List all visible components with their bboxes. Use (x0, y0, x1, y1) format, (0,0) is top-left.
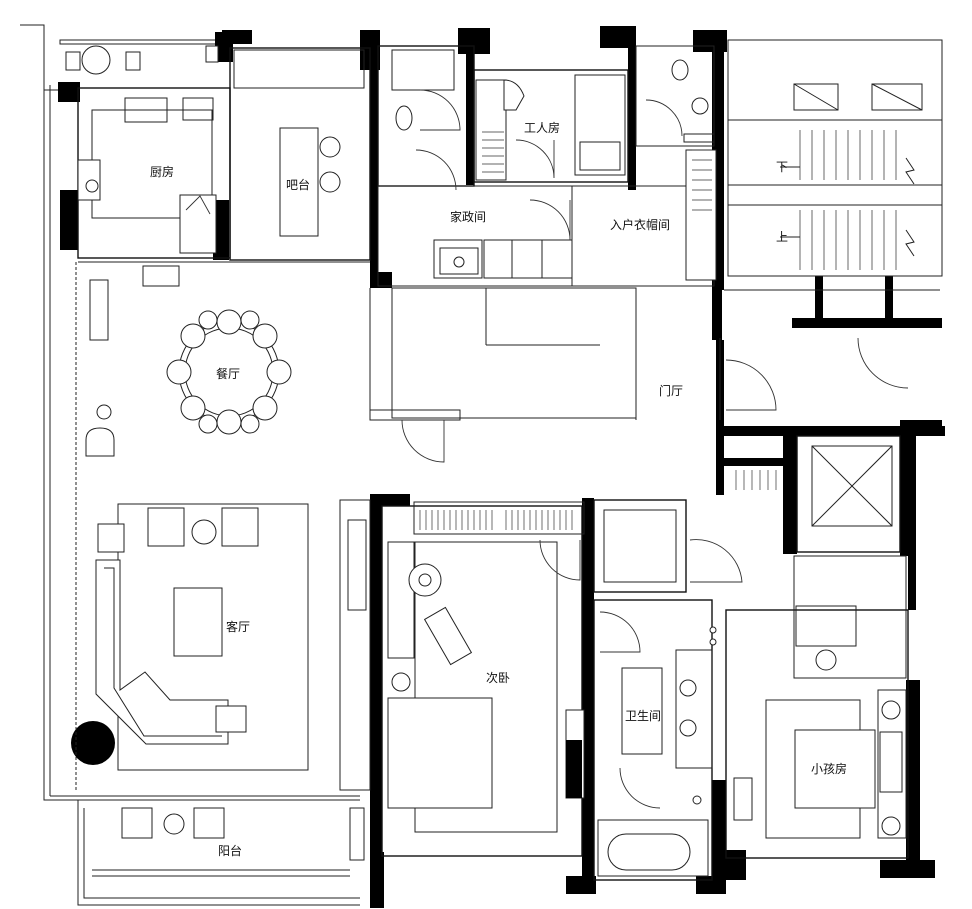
bathroom-fixtures (679, 626, 717, 805)
label-stair-down: 下 (776, 160, 788, 174)
kids-room-items (815, 649, 903, 836)
stair-core (727, 39, 943, 277)
label-bar: 吧台 (286, 177, 310, 192)
label-entry-closet: 入户衣帽间 (610, 217, 670, 232)
interior-partitions (77, 45, 940, 881)
label-housekeeping: 家政间 (450, 209, 486, 224)
closet-hatching (419, 131, 777, 530)
label-foyer: 门厅 (659, 383, 683, 398)
label-stair-up: 上 (776, 230, 788, 244)
label-kitchen: 厨房 (150, 164, 174, 179)
outer-terrace-outline (20, 24, 360, 906)
balcony-furniture (121, 807, 365, 861)
label-nanny-room: 工人房 (524, 120, 560, 135)
dining-set (85, 265, 292, 457)
service-fixtures (65, 45, 715, 275)
label-second-bedroom: 次卧 (486, 671, 510, 685)
label-balcony: 阳台 (218, 843, 242, 858)
door-swings (185, 89, 909, 809)
label-bathroom: 卫生间 (625, 709, 661, 723)
label-kids-room: 小孩房 (811, 761, 847, 776)
room-labels: 厨房 吧台 工人房 家政间 入户衣帽间 餐厅 门厅 客厅 次卧 卫生间 小孩房 … (150, 120, 847, 858)
living-furniture (75, 262, 309, 790)
label-living: 客厅 (226, 619, 250, 634)
bedroom-items (391, 563, 585, 799)
label-dining: 餐厅 (216, 366, 240, 381)
